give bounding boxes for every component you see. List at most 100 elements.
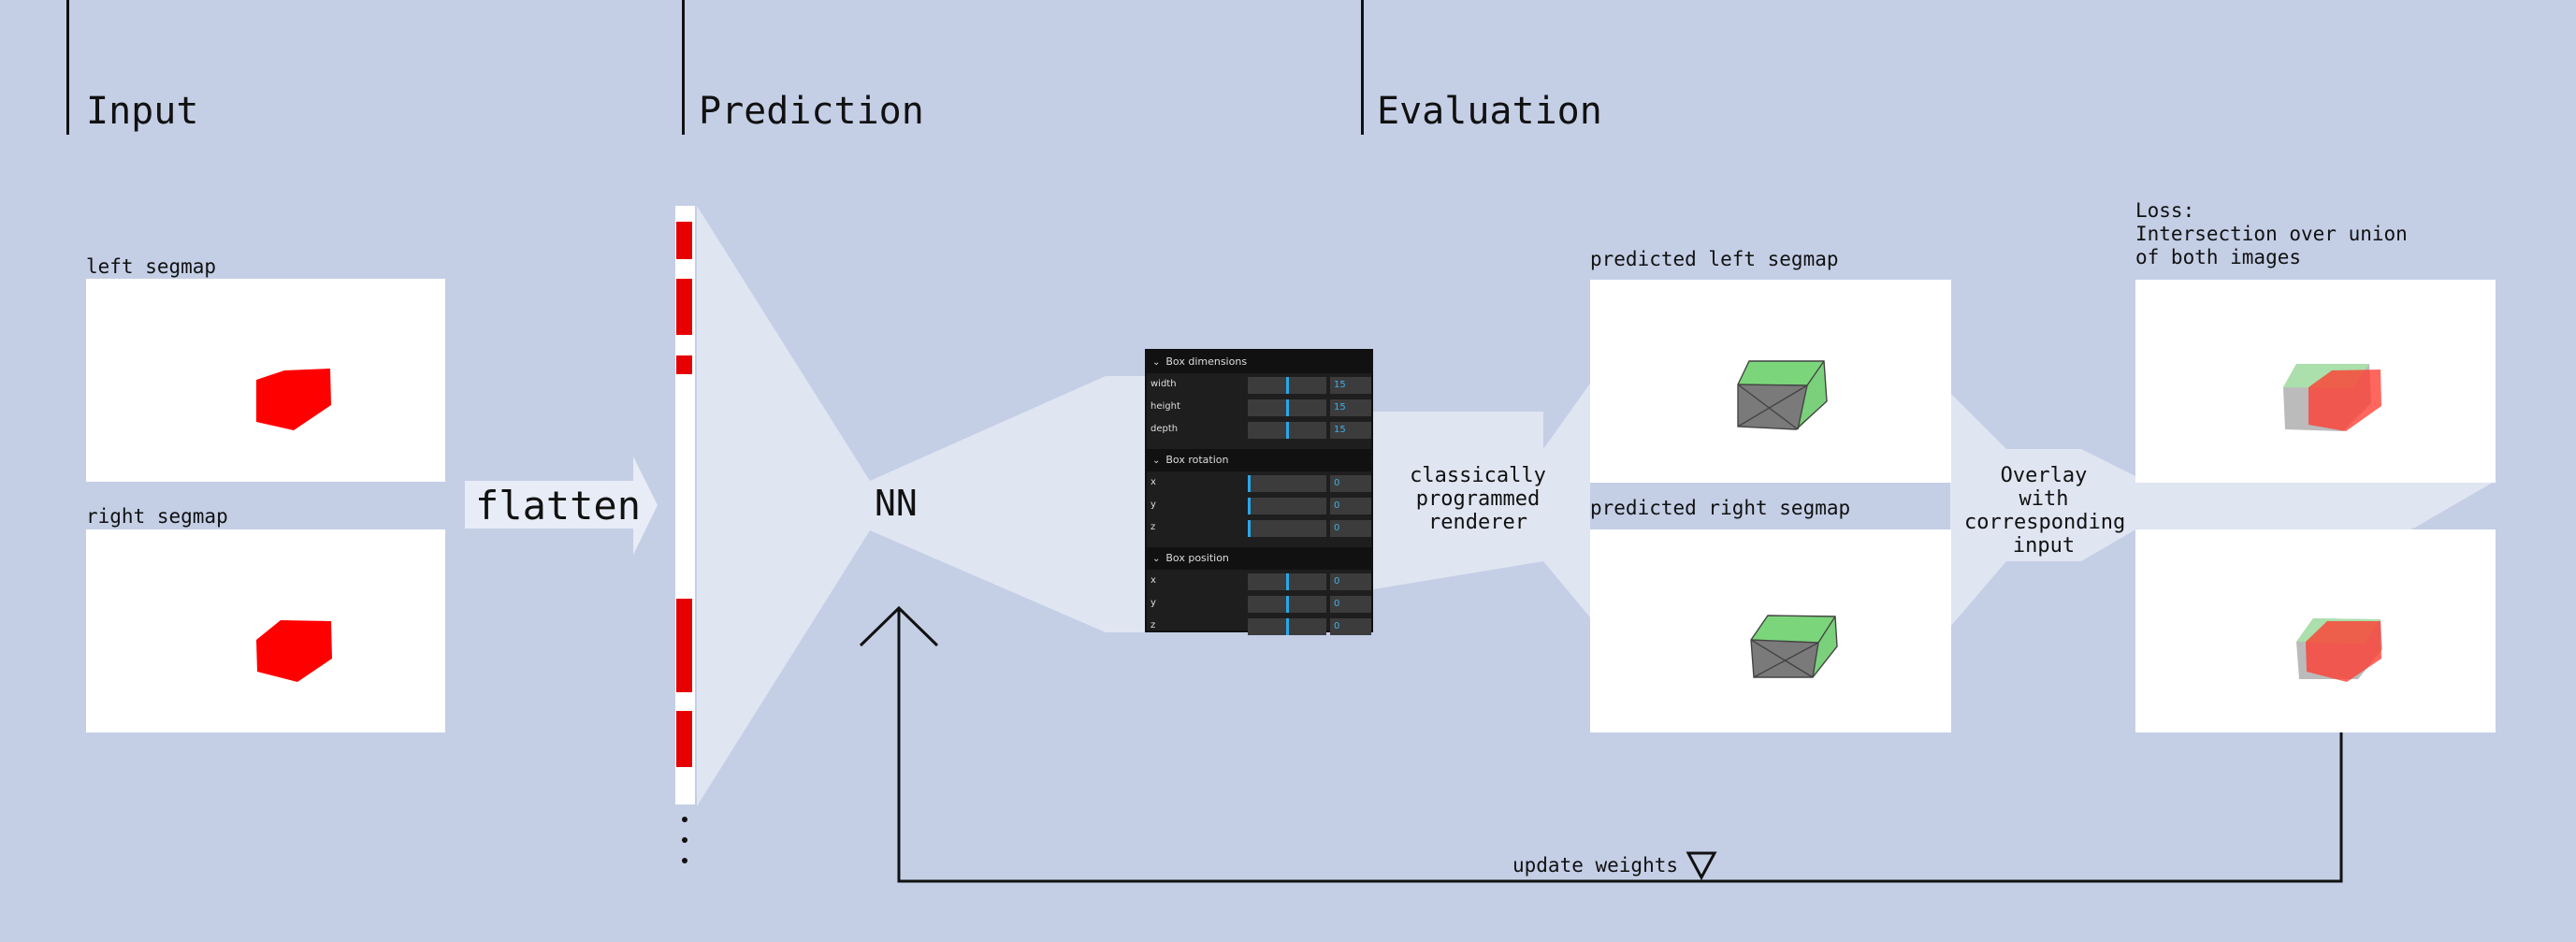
slider-thumb[interactable] bbox=[1286, 596, 1289, 613]
slider-thumb[interactable] bbox=[1286, 399, 1289, 416]
ellipsis-icon bbox=[682, 817, 687, 863]
predicted-left-image bbox=[1590, 280, 1951, 483]
loss-line: Intersection over union bbox=[2135, 223, 2408, 245]
nn-label: NN bbox=[875, 483, 918, 524]
param-label: y bbox=[1151, 500, 1156, 510]
panel-section-title: Box rotation bbox=[1165, 454, 1229, 466]
loss-band-shape bbox=[2413, 481, 2496, 529]
vector-red-segment bbox=[676, 222, 692, 259]
loss-label: Loss: Intersection over union of both im… bbox=[2135, 199, 2408, 269]
param-slider[interactable] bbox=[1248, 422, 1326, 439]
param-value-field[interactable]: 15 bbox=[1330, 377, 1371, 394]
panel-param-row: height 15 bbox=[1147, 398, 1371, 418]
slider-thumb[interactable] bbox=[1286, 618, 1289, 635]
left-segmap-label: left segmap bbox=[86, 255, 217, 278]
param-slider[interactable] bbox=[1248, 475, 1326, 492]
flatten-label: flatten bbox=[475, 483, 642, 529]
param-value-field[interactable]: 0 bbox=[1330, 618, 1371, 635]
vector-red-segment bbox=[676, 599, 692, 692]
param-slider[interactable] bbox=[1248, 573, 1326, 590]
loss-line: of both images bbox=[2135, 246, 2302, 268]
renderer-line: programmed bbox=[1415, 487, 1541, 511]
param-value-field[interactable]: 0 bbox=[1330, 520, 1371, 537]
left-segmap-shape bbox=[256, 369, 331, 430]
param-value-field[interactable]: 15 bbox=[1330, 399, 1371, 416]
panel-param-row: depth 15 bbox=[1147, 420, 1371, 441]
param-label: width bbox=[1151, 379, 1177, 389]
flatten-arrow-shape bbox=[465, 457, 658, 555]
overlay-label: Overlay with corresponding input bbox=[1964, 464, 2126, 558]
overlay-right-image bbox=[2135, 529, 2496, 732]
param-slider[interactable] bbox=[1248, 618, 1326, 635]
chevron-down-icon: ⌄ bbox=[1152, 554, 1161, 564]
divider-evaluation bbox=[1361, 0, 1364, 135]
vector-red-segment bbox=[676, 279, 692, 335]
param-slider[interactable] bbox=[1248, 498, 1326, 514]
panel-section-title: Box dimensions bbox=[1165, 355, 1248, 368]
flattened-vector bbox=[675, 206, 695, 804]
predicted-right-image bbox=[1590, 529, 1951, 732]
loss-line: Loss: bbox=[2135, 199, 2195, 222]
renderer-fanout-shape bbox=[1543, 384, 1590, 617]
right-segmap-label: right segmap bbox=[86, 505, 228, 528]
predicted-right-box bbox=[1750, 615, 1838, 678]
param-value-field[interactable]: 0 bbox=[1330, 498, 1371, 514]
param-label: height bbox=[1151, 401, 1180, 412]
param-value-field[interactable]: 0 bbox=[1330, 573, 1371, 590]
section-title-prediction: Prediction bbox=[699, 90, 924, 133]
update-weights-label: update weights bbox=[1512, 854, 1679, 877]
renderer-line: renderer bbox=[1428, 511, 1527, 534]
slider-thumb[interactable] bbox=[1248, 520, 1251, 537]
overlay-line: with bbox=[2019, 487, 2069, 511]
panel-section-header[interactable]: ⌄ Box rotation bbox=[1147, 449, 1371, 471]
overlay-left-shapes bbox=[2283, 364, 2381, 431]
loss-band-middle bbox=[2137, 477, 2421, 533]
param-slider[interactable] bbox=[1248, 399, 1326, 416]
panel-to-renderer-shape bbox=[1373, 412, 1543, 589]
param-value-field[interactable]: 15 bbox=[1330, 422, 1371, 439]
divider-input bbox=[66, 0, 69, 135]
overlay-band-shape bbox=[1950, 393, 2137, 627]
right-segmap-image bbox=[86, 529, 445, 732]
section-title-evaluation: Evaluation bbox=[1377, 90, 1602, 133]
param-value-field[interactable]: 0 bbox=[1330, 475, 1371, 492]
panel-section-header[interactable]: ⌄Box position bbox=[1147, 547, 1371, 570]
param-label: y bbox=[1151, 598, 1156, 608]
section-title-input: Input bbox=[86, 90, 199, 133]
vector-red-segment bbox=[676, 711, 692, 767]
slider-thumb[interactable] bbox=[1248, 498, 1251, 514]
panel-param-row: width 15 bbox=[1147, 375, 1371, 396]
param-label: z bbox=[1151, 620, 1156, 630]
left-segmap-image bbox=[86, 279, 445, 482]
slider-thumb[interactable] bbox=[1286, 573, 1289, 590]
param-label: z bbox=[1151, 522, 1156, 532]
param-label: x bbox=[1151, 477, 1156, 487]
panel-section-header[interactable]: ⌄ Box dimensions bbox=[1147, 351, 1371, 373]
param-slider[interactable] bbox=[1248, 377, 1326, 394]
param-value-field[interactable]: 0 bbox=[1330, 596, 1371, 613]
predicted-left-label: predicted left segmap bbox=[1590, 248, 1839, 270]
predicted-right-label: predicted right segmap bbox=[1590, 497, 1851, 519]
overlay-line: corresponding bbox=[1964, 511, 2126, 534]
overlay-right-shapes bbox=[2296, 618, 2382, 682]
chevron-down-icon: ⌄ bbox=[1152, 357, 1161, 368]
renderer-label: classically programmed renderer bbox=[1394, 464, 1562, 534]
slider-thumb[interactable] bbox=[1248, 475, 1251, 492]
slider-thumb[interactable] bbox=[1286, 377, 1289, 394]
overlay-line: input bbox=[2012, 534, 2076, 558]
chevron-down-icon: ⌄ bbox=[1152, 456, 1161, 466]
param-label: depth bbox=[1151, 424, 1179, 434]
param-slider[interactable] bbox=[1248, 520, 1326, 537]
slider-thumb[interactable] bbox=[1286, 422, 1289, 439]
overlay-line: Overlay bbox=[2000, 464, 2088, 487]
predicted-left-box bbox=[1737, 360, 1828, 430]
nn-output-shape bbox=[870, 376, 1147, 632]
param-slider[interactable] bbox=[1248, 596, 1326, 613]
